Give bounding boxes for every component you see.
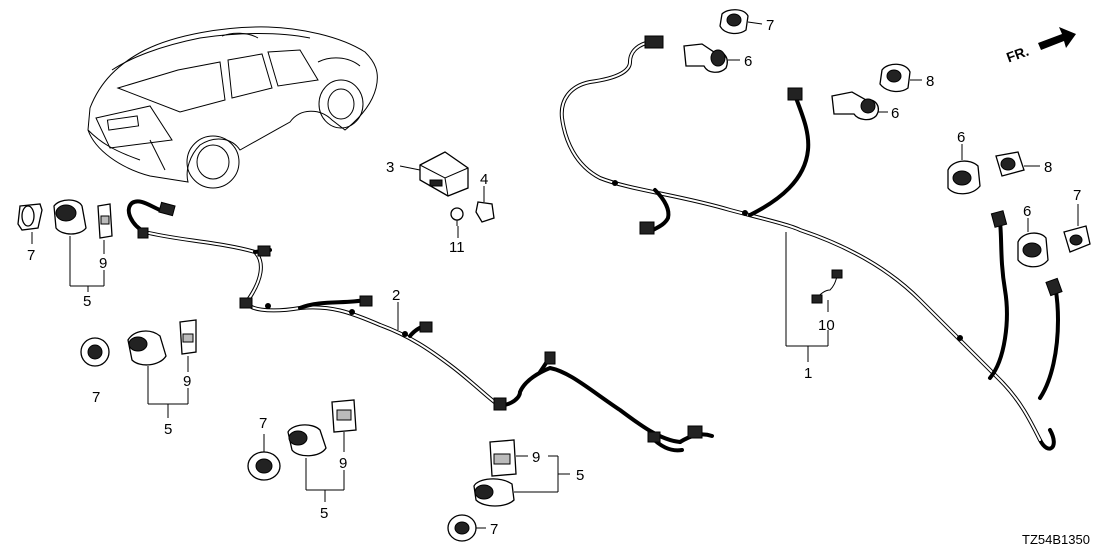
callout-9a: 9 xyxy=(99,255,107,272)
callout-4: 4 xyxy=(480,171,488,188)
main-sensor-harness xyxy=(559,35,1063,451)
callout-8a: 8 xyxy=(926,73,934,90)
callout-8b: 8 xyxy=(1044,159,1052,176)
callout-9b: 9 xyxy=(183,373,191,390)
callout-11: 11 xyxy=(449,239,465,256)
callout-6a: 6 xyxy=(744,53,752,70)
rear-bumper-harness xyxy=(126,199,714,453)
diagram-code: TZ54B1350 xyxy=(1022,532,1090,547)
callout-6d: 6 xyxy=(1023,203,1031,220)
front-direction-indicator: FR. xyxy=(1004,27,1076,65)
callout-9d: 9 xyxy=(532,449,540,466)
control-unit-assembly xyxy=(419,151,495,226)
part-10-clip xyxy=(811,269,843,304)
callout-7c: 7 xyxy=(259,415,267,432)
callout-7f: 7 xyxy=(1073,187,1081,204)
sensor-group-d xyxy=(447,439,517,542)
sensor-group-c xyxy=(247,399,357,481)
callout-6b: 6 xyxy=(891,105,899,122)
sensor-group-a xyxy=(17,199,113,239)
front-direction-label: FR. xyxy=(1004,43,1031,66)
callout-7a: 7 xyxy=(27,247,35,264)
leader-lines xyxy=(31,21,1079,529)
callout-5d: 5 xyxy=(576,467,584,484)
callout-6c: 6 xyxy=(957,129,965,146)
callout-10: 10 xyxy=(818,317,835,334)
callout-7e: 7 xyxy=(766,17,774,34)
callout-5b: 5 xyxy=(164,421,172,438)
callout-7d: 7 xyxy=(490,521,498,538)
vehicle-illustration xyxy=(87,26,378,189)
sensor-group-b xyxy=(80,319,197,367)
callout-9c: 9 xyxy=(339,455,347,472)
front-arrow-icon xyxy=(1038,27,1076,50)
callout-2: 2 xyxy=(392,287,400,304)
callout-5c: 5 xyxy=(320,505,328,522)
sensor-group-right xyxy=(683,9,1091,268)
callout-labels: 1 2 3 4 5 5 5 5 6 6 6 6 7 7 7 7 7 7 8 8 … xyxy=(27,17,1081,538)
callout-1: 1 xyxy=(804,365,812,382)
callout-7b: 7 xyxy=(92,389,100,406)
callout-3: 3 xyxy=(386,159,394,176)
callout-5a: 5 xyxy=(83,293,91,310)
